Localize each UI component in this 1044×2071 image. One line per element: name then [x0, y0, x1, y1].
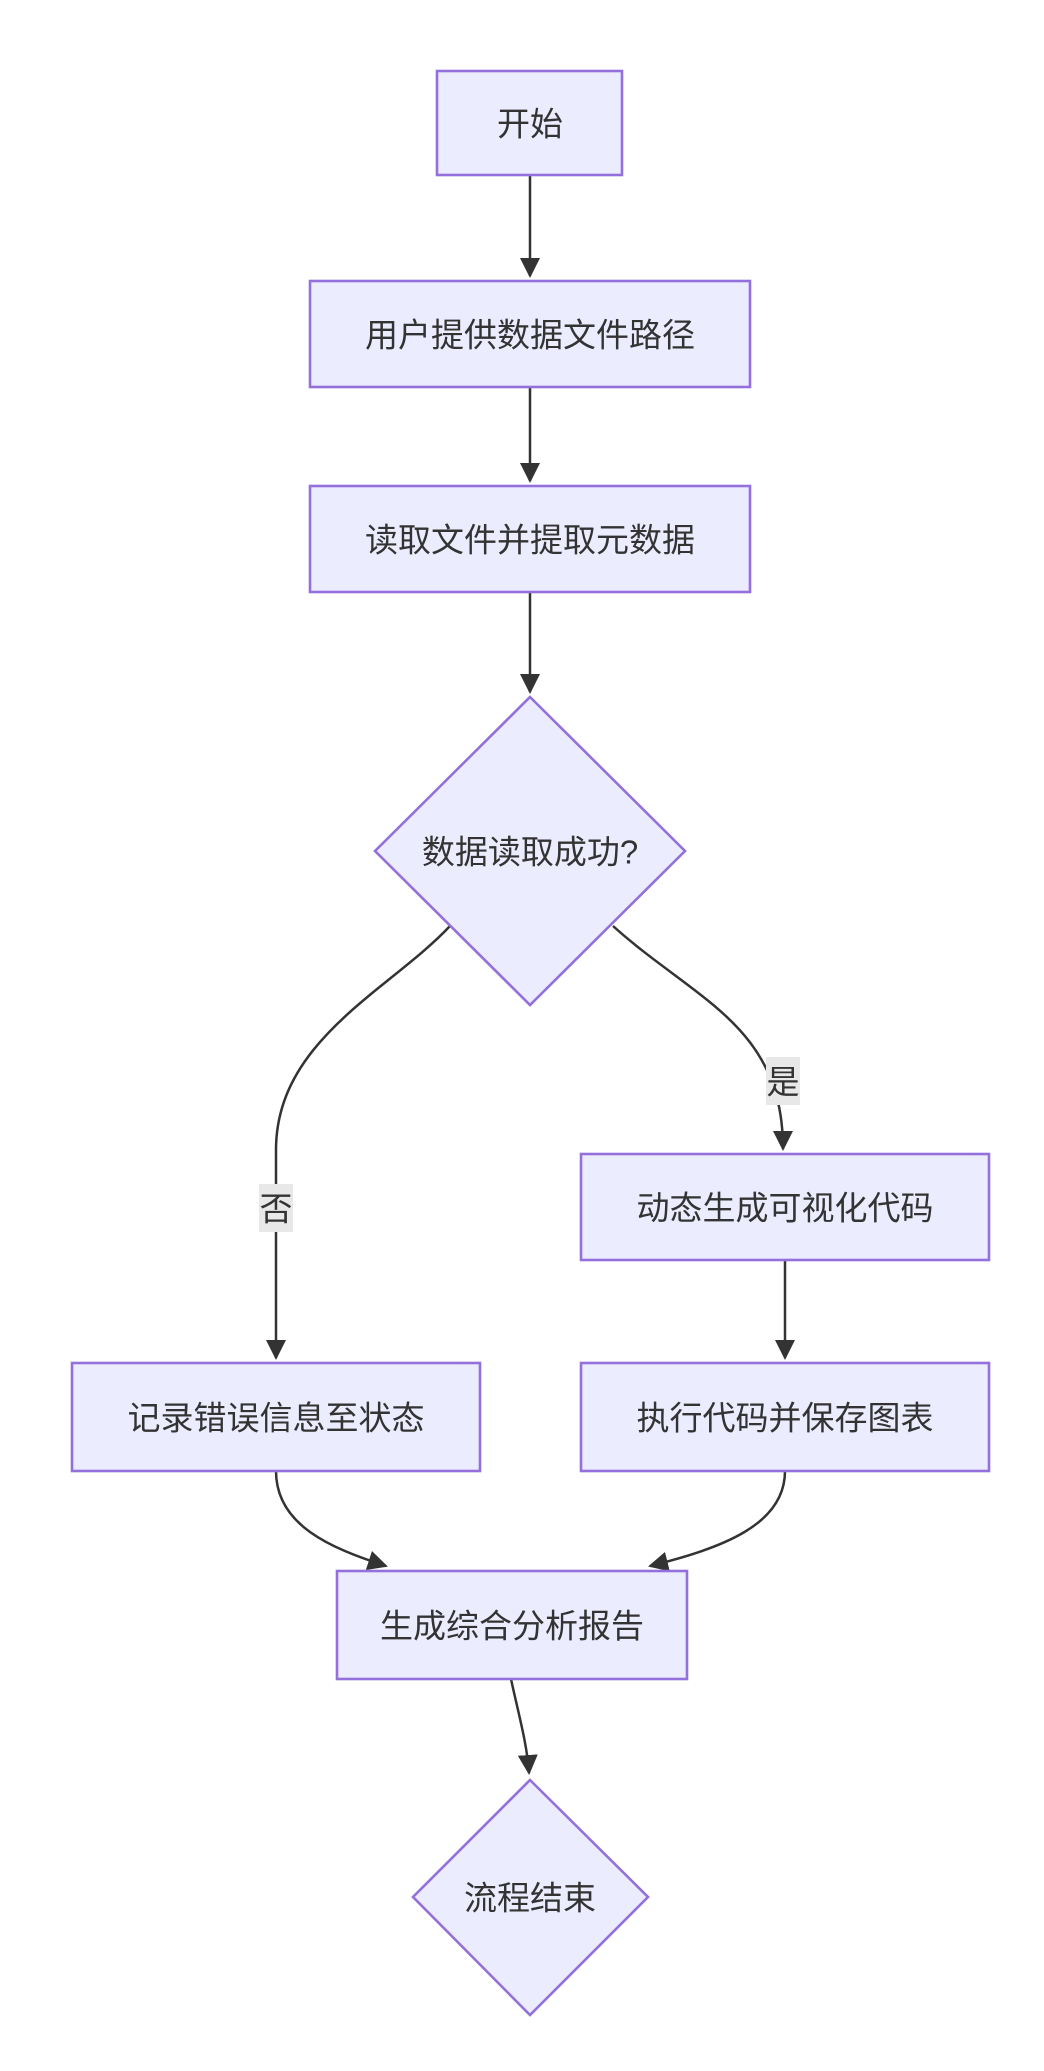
node-gen-code: 动态生成可视化代码 — [579, 1152, 991, 1262]
edge-group — [266, 175, 795, 1775]
node-exec-code: 执行代码并保存图表 — [579, 1361, 991, 1473]
edge-label-yes-bg — [766, 1057, 800, 1105]
node-read-success: 数据读取成功? — [373, 695, 687, 1007]
node-read-success-shape — [373, 695, 687, 1007]
node-gen-report-shape — [335, 1569, 689, 1681]
node-gen-code-label: 动态生成可视化代码 — [637, 1190, 934, 1227]
node-start: 开始 — [435, 69, 624, 177]
node-end-label: 流程结束 — [464, 1880, 596, 1917]
node-read-file: 读取文件并提取元数据 — [308, 484, 752, 594]
node-log-error-label: 记录错误信息至状态 — [128, 1400, 425, 1437]
node-exec-code-shape — [579, 1361, 991, 1473]
edge-label-no: 否 — [259, 1184, 293, 1232]
edge-label-no-text: 否 — [260, 1191, 293, 1228]
node-read-success-label: 数据读取成功? — [422, 834, 638, 871]
edge-label-yes: 是 — [766, 1057, 800, 1105]
node-provide-path-shape — [308, 279, 752, 389]
node-start-label: 开始 — [497, 106, 563, 143]
node-gen-code-shape — [579, 1152, 991, 1262]
node-provide-path-label: 用户提供数据文件路径 — [365, 317, 695, 354]
node-gen-report: 生成综合分析报告 — [335, 1569, 689, 1681]
node-gen-report-label: 生成综合分析报告 — [380, 1608, 644, 1645]
edge-label-yes-text: 是 — [767, 1064, 800, 1101]
edge-log-error-to-gen-report — [274, 1470, 388, 1571]
node-start-shape — [435, 69, 624, 177]
edge-gen-report-to-end — [509, 1678, 538, 1775]
edge-label-group: 否 是 — [259, 1057, 800, 1232]
edge-exec-code-to-gen-report — [648, 1470, 787, 1572]
node-provide-path: 用户提供数据文件路径 — [308, 279, 752, 389]
edge-read-success-to-log-error — [266, 925, 451, 1360]
node-end-shape — [411, 1778, 650, 2017]
node-read-file-shape — [308, 484, 752, 594]
node-log-error: 记录错误信息至状态 — [70, 1361, 482, 1473]
node-read-file-label: 读取文件并提取元数据 — [365, 522, 695, 559]
node-group: 开始 用户提供数据文件路径 读取文件并提取元数据 数据读取成功? 记录错误信息至… — [70, 69, 991, 2017]
node-exec-code-label: 执行代码并保存图表 — [637, 1400, 934, 1437]
node-end: 流程结束 — [411, 1778, 650, 2017]
edge-label-no-bg — [259, 1184, 293, 1232]
edge-read-success-to-gen-code — [612, 925, 793, 1151]
node-log-error-shape — [70, 1361, 482, 1473]
